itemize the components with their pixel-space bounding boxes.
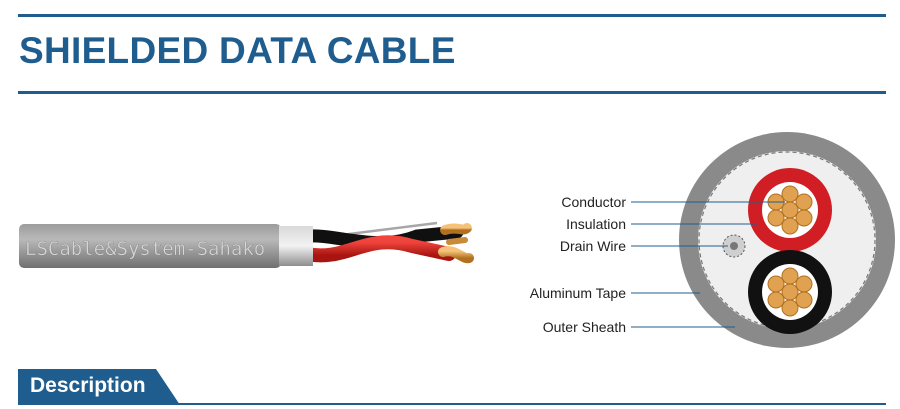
label-outer-sheath: Outer Sheath [542,319,626,335]
copper-strands [438,223,474,264]
label-aluminum-tape: Aluminum Tape [529,285,626,301]
label-drain-wire: Drain Wire [559,238,626,254]
drain-wire-section [722,234,746,258]
red-core [300,235,456,263]
label-conductor: Conductor [561,194,626,210]
label-insulation: Insulation [566,216,626,232]
cable-outer-sheath [19,224,281,268]
description-heading: Description [30,374,146,397]
cable-print-text: LSCable&System-Sahako [25,238,265,260]
header-bottom-rule [18,91,886,94]
description-tab [18,369,180,405]
section-rule [18,403,886,405]
red-conductor-strands [767,185,813,235]
cable-side-view: LSCable&System-Sahako [19,221,474,268]
cable-foil-shield [279,226,313,266]
aluminum-tape-ring [698,151,876,329]
page-title: SHIELDED DATA CABLE [19,30,456,71]
header-top-rule [18,14,886,17]
black-conductor-strands [767,267,813,317]
cable-cross-section [679,132,895,348]
